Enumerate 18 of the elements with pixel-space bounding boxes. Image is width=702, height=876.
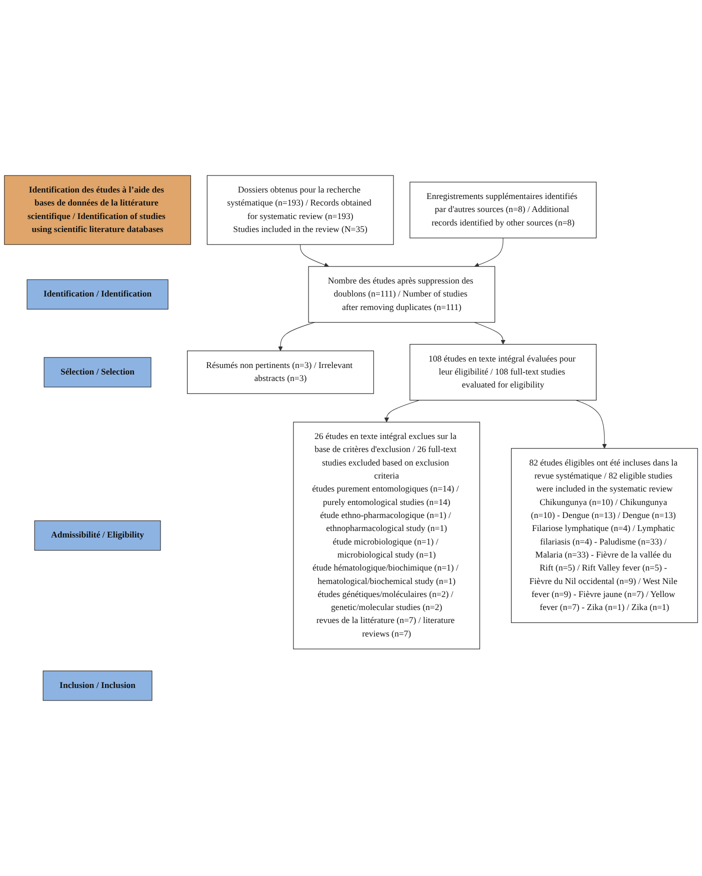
node-box: Dossiers obtenus pour la recherche systématique (n=193) / Records obtained for systematic review (n=193) Studies included in the review (N=35) [206,175,394,245]
arrow [384,400,420,422]
arrow [300,244,330,268]
node-box: Sélection / Selection [44,357,152,388]
arrow [576,400,607,449]
node-box: Nombre des études après suppression des doublons (n=111) / Number of studies after removing duplicates (n=111) [308,266,496,323]
arrow [278,322,315,352]
node-box: Identification / Identification [26,279,168,310]
node-box: 82 études éligibles ont été incluses dans la revue systématique / 82 eligible studies were included in the systematic review Chikungunya (n=10) / Chikungunya (n=10) - Dengue (n=13) / Dengue (n=13) Filariose lymphatique (n=4) / Lymphatic filariasis (n=4) - Paludisme (n=33) / Malaria (n=33) - Fièvre de la vallée du Rift (n=5) / Rift Valley fever (n=5) - Fièvre du Nil occidental (n=9) / West Nile fever (n=9) - Fièvre jaune (n=7) / Yellow fever (n=7) - Zika (n=1) / Zika (n=1) [511,448,698,623]
arrow [474,238,504,268]
node-box: 108 études en texte intégral évaluées pour leur éligibilité / 108 full-text studies evaluated for eligibility [410,344,596,400]
node-box: Inclusion / Inclusion [42,670,152,701]
node-box: Enregistrements supplémentaires identifiés par d'autres sources (n=8) / Additional records identified by other sources (n=8) [410,182,596,238]
arrow [474,322,506,344]
node-box: Admissibilité / Eligibility [34,520,161,551]
node-box: Résumés non pertinents (n=3) / Irrelevant abstracts (n=3) [187,350,374,394]
node-box: 26 études en texte intégral exclues sur la base de critères d'exclusion / 26 full-text studies excluded based on exclusion criteria études purement entomologiques (n=14) / purely entomological studies (n=14) étude ethno-pharmacologique (n=1) / ethnopharmacological study (n=1) étude microbiologique (n=1) / microbiological study (n=1) étude hématologique/biochimique (n=1) / hematological/biochemical study (n=1) études génétiques/moléculaires (n=2) / genetic/molecular studies (n=2) revues de la littérature (n=7) / literature reviews (n=7) [293,422,480,650]
node-box: Identification des études à l’aide des bases de données de la littérature scientifique / Identification of studies using scientific literature databases [4,175,191,245]
